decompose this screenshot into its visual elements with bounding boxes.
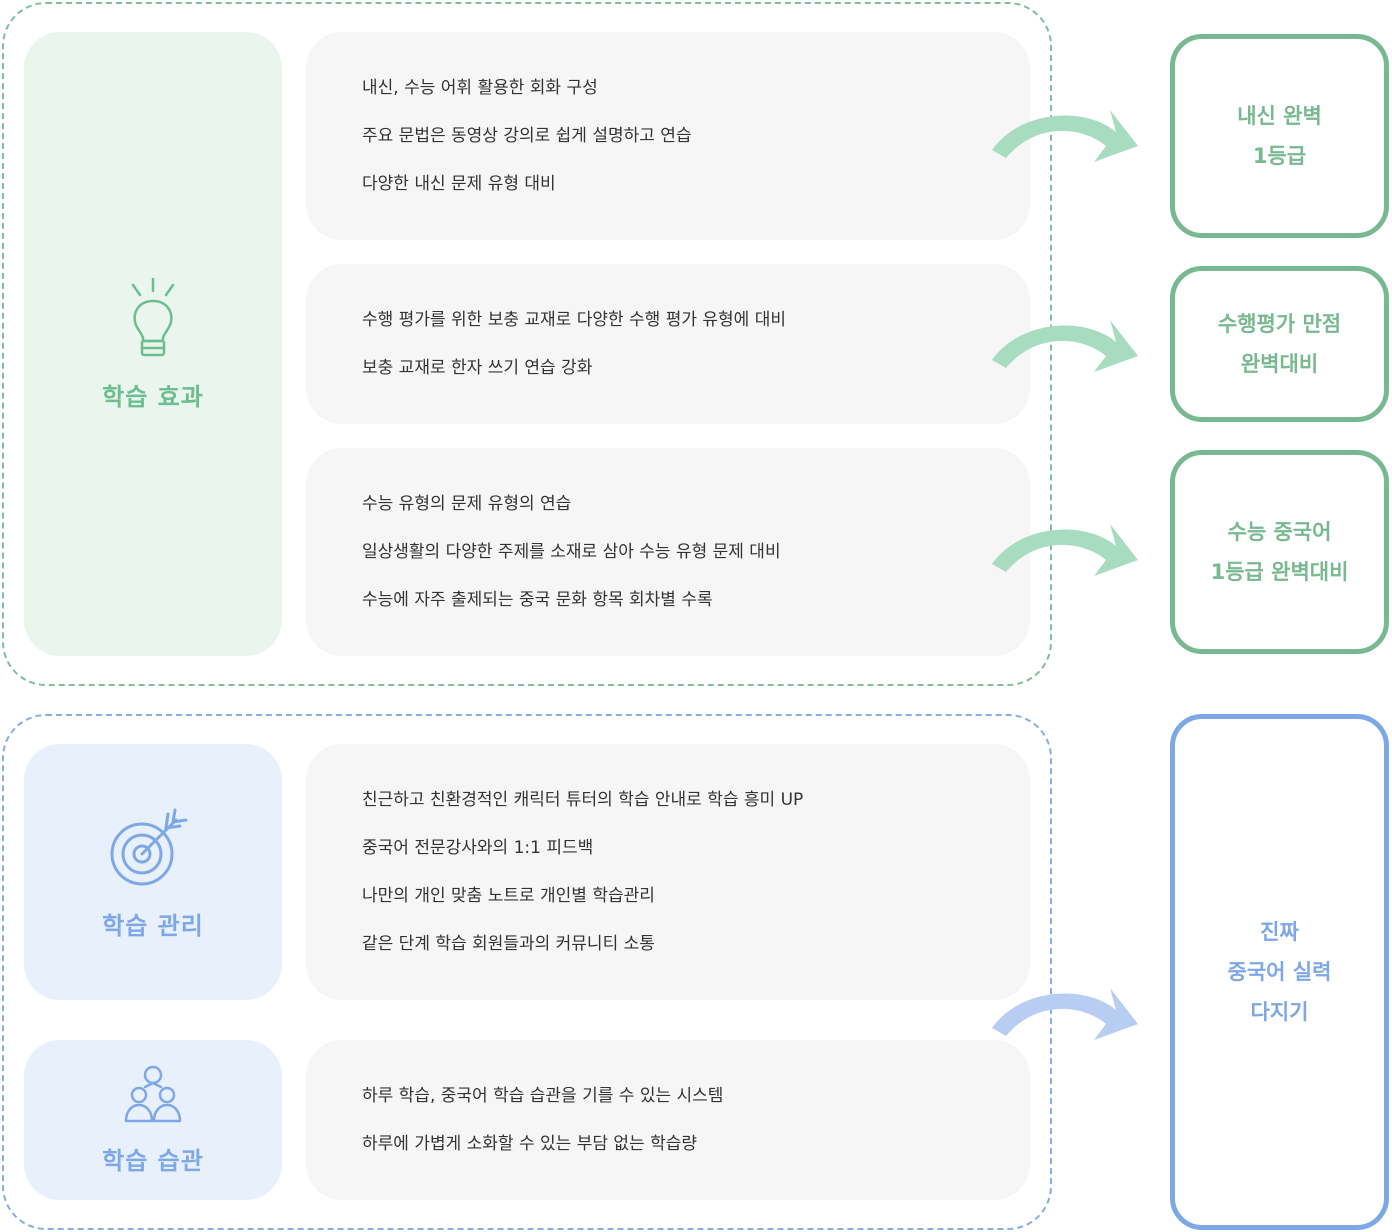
effect-group-outline <box>2 2 1052 686</box>
result-line: 완벽대비 <box>1240 352 1319 376</box>
target-icon <box>108 804 198 894</box>
management-panel: 친근하고 친환경적인 캐릭터 튜터의 학습 안내로 학습 흥미 UP 중국어 전… <box>306 744 1030 1000</box>
habit-panel: 하루 학습, 중국어 학습 습관을 기를 수 있는 시스템 하루에 가볍게 소화… <box>306 1040 1030 1200</box>
result-box-suneung: 수능 중국어 1등급 완벽대비 <box>1170 450 1389 654</box>
panel-line: 하루 학습, 중국어 학습 습관을 기를 수 있는 시스템 <box>362 1086 724 1106</box>
result-line: 진짜 <box>1260 920 1299 944</box>
management-group-outline <box>2 714 1052 1230</box>
people-icon <box>123 1065 183 1129</box>
panel-line: 수행 평가를 위한 보충 교재로 다양한 수행 평가 유형에 대비 <box>362 310 786 330</box>
effect-panel-vocabulary: 내신, 수능 어휘 활용한 회화 구성 주요 문법은 동영상 강의로 쉽게 설명… <box>306 32 1030 240</box>
panel-line: 주요 문법은 동영상 강의로 쉽게 설명하고 연습 <box>362 126 692 146</box>
curved-arrow-icon <box>992 524 1138 576</box>
result-line: 1등급 <box>1252 144 1307 168</box>
effect-panel-performance: 수행 평가를 위한 보충 교재로 다양한 수행 평가 유형에 대비 보충 교재로… <box>306 264 1030 424</box>
result-line: 다지기 <box>1250 1000 1309 1024</box>
result-line: 내신 완벽 <box>1237 104 1322 128</box>
lightbulb-icon <box>127 277 179 365</box>
panel-line: 수능 유형의 문제 유형의 연습 <box>362 494 572 514</box>
panel-line: 다양한 내신 문제 유형 대비 <box>362 174 556 194</box>
category-learning-effect: 학습 효과 <box>24 32 282 656</box>
category-learning-management: 학습 관리 <box>24 744 282 1000</box>
result-line: 중국어 실력 <box>1227 960 1332 984</box>
panel-line: 같은 단계 학습 회원들과의 커뮤니티 소통 <box>362 934 655 954</box>
panel-line: 보충 교재로 한자 쓰기 연습 강화 <box>362 358 593 378</box>
category-label: 학습 관리 <box>102 911 204 940</box>
panel-line: 수능에 자주 출제되는 중국 문화 항목 회차별 수록 <box>362 590 713 610</box>
curved-arrow-icon <box>992 320 1138 372</box>
curved-arrow-icon <box>992 988 1138 1040</box>
result-line: 1등급 완벽대비 <box>1210 560 1349 584</box>
result-box-performance: 수행평가 만점 완벽대비 <box>1170 266 1389 422</box>
panel-line: 하루에 가볍게 소화할 수 있는 부담 없는 학습량 <box>362 1134 697 1154</box>
curved-arrow-icon <box>992 110 1138 162</box>
result-line: 수능 중국어 <box>1227 520 1332 544</box>
panel-line: 중국어 전문강사와의 1:1 피드백 <box>362 838 594 858</box>
category-learning-habit: 학습 습관 <box>24 1040 282 1200</box>
panel-line: 일상생활의 다양한 주제를 소재로 삼아 수능 유형 문제 대비 <box>362 542 781 562</box>
panel-line: 내신, 수능 어휘 활용한 회화 구성 <box>362 78 598 98</box>
category-label: 학습 효과 <box>102 382 204 411</box>
effect-panel-suneung: 수능 유형의 문제 유형의 연습 일상생활의 다양한 주제를 소재로 삼아 수능… <box>306 448 1030 656</box>
result-line: 수행평가 만점 <box>1217 312 1342 336</box>
panel-line: 나만의 개인 맞춤 노트로 개인별 학습관리 <box>362 886 655 906</box>
panel-line: 친근하고 친환경적인 캐릭터 튜터의 학습 안내로 학습 흥미 UP <box>362 790 804 810</box>
category-label: 학습 습관 <box>102 1146 204 1175</box>
result-box-real-skill: 진짜 중국어 실력 다지기 <box>1170 714 1389 1230</box>
result-box-naesin: 내신 완벽 1등급 <box>1170 34 1389 238</box>
